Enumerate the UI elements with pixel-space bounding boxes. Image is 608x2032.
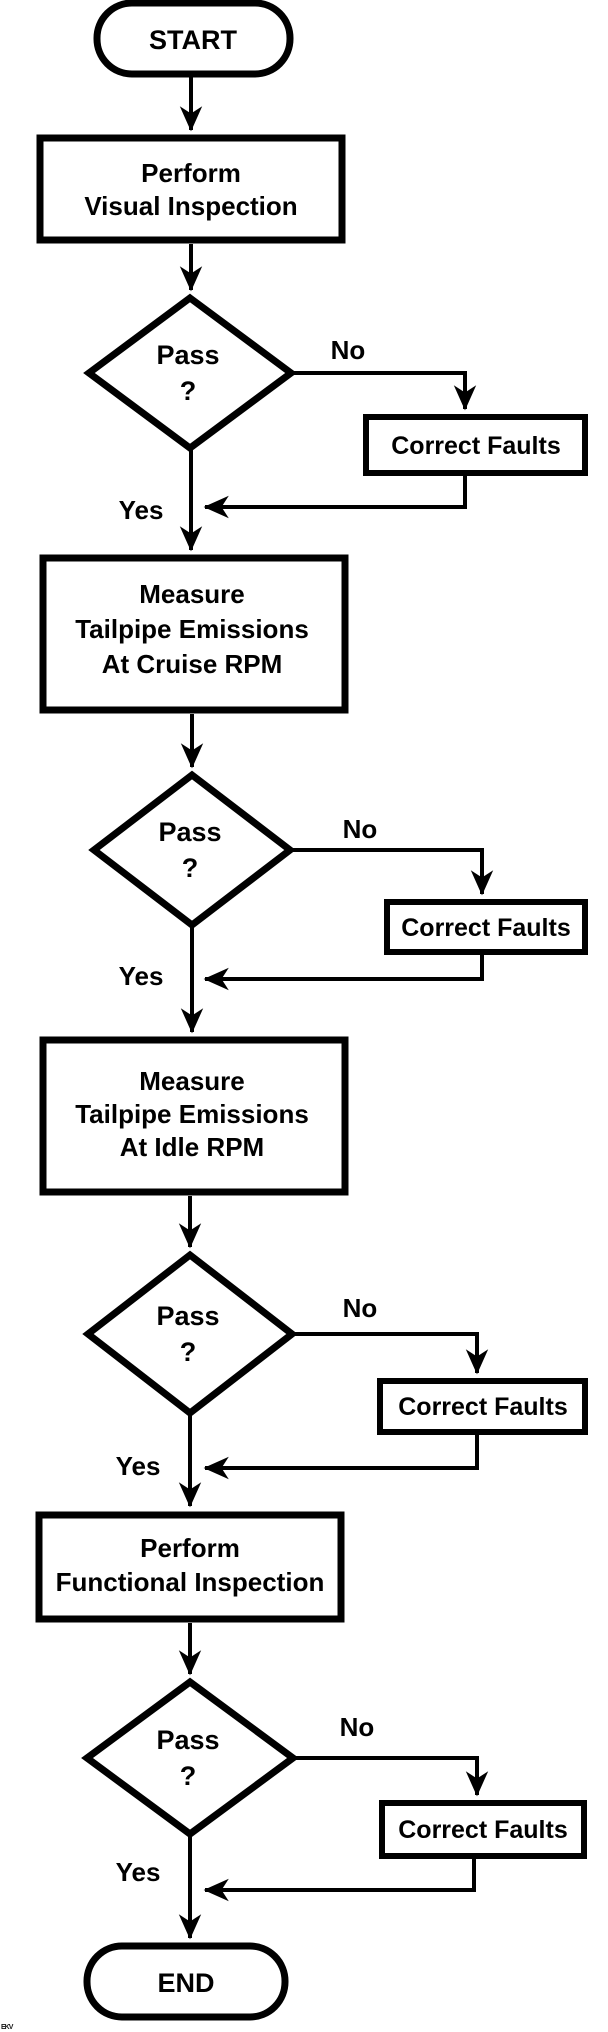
- no-branch-label-3: No: [343, 1293, 378, 1323]
- process-line: Tailpipe Emissions: [75, 1099, 309, 1129]
- no-branch-arrow-2: [290, 848, 494, 896]
- decision-diamond-4: [81, 1677, 299, 1839]
- decision-label: ?: [182, 853, 199, 883]
- process-line: At Idle RPM: [120, 1132, 264, 1162]
- process-box-idle-rpm: [39, 1036, 349, 1196]
- no-branch-arrow-3: [292, 1332, 489, 1375]
- end-label: END: [157, 1968, 214, 1998]
- decision-label: Pass: [156, 340, 219, 370]
- correct-faults-return-arrow-2: [203, 952, 484, 991]
- correct-faults-box-1: [363, 414, 588, 476]
- end-terminal: [83, 1942, 289, 2021]
- process-line: Tailpipe Emissions: [75, 614, 309, 644]
- process-line: Perform: [140, 1533, 240, 1563]
- process-line: At Cruise RPM: [102, 649, 283, 679]
- decision-label: Pass: [156, 1725, 219, 1755]
- process-line: Functional Inspection: [56, 1567, 325, 1597]
- yes-branch-label-1: Yes: [119, 495, 164, 525]
- correct-faults-label: Correct Faults: [398, 1816, 567, 1844]
- watermark-text: EKV: [1, 2024, 14, 2031]
- process-box-visual-inspection: [36, 134, 346, 244]
- correct-faults-return-arrow-4: [203, 1856, 476, 1902]
- no-branch-label-2: No: [343, 814, 378, 844]
- process-line: Measure: [139, 1066, 245, 1096]
- correct-faults-box-3: [377, 1378, 588, 1435]
- correct-faults-box-2: [384, 899, 588, 955]
- yes-branch-label-2: Yes: [119, 961, 164, 991]
- correct-faults-return-arrow-3: [203, 1432, 479, 1480]
- process-box-cruise-rpm: [39, 554, 349, 714]
- correct-faults-return-arrow-1: [203, 473, 467, 519]
- decision-label: ?: [180, 1337, 197, 1367]
- correct-faults-label: Correct Faults: [401, 914, 570, 942]
- decision-diamond-3: [82, 1250, 298, 1418]
- start-label: START: [149, 25, 237, 55]
- process-line: Measure: [139, 579, 245, 609]
- start-terminal: [93, 0, 294, 78]
- correct-faults-box-4: [379, 1800, 587, 1859]
- no-branch-arrow-4: [293, 1756, 489, 1797]
- yes-branch-label-4: Yes: [116, 1857, 161, 1887]
- process-line: Visual Inspection: [84, 191, 297, 221]
- correct-faults-label: Correct Faults: [391, 432, 560, 460]
- no-branch-arrow-1: [291, 371, 477, 411]
- decision-diamond-2: [88, 770, 296, 930]
- decision-label: Pass: [158, 817, 221, 847]
- decision-label: ?: [180, 1761, 197, 1791]
- no-branch-label-1: No: [331, 335, 366, 365]
- yes-branch-label-3: Yes: [116, 1451, 161, 1481]
- decision-label: Pass: [156, 1301, 219, 1331]
- process-line: Perform: [141, 158, 241, 188]
- no-branch-label-4: No: [340, 1712, 375, 1742]
- correct-faults-label: Correct Faults: [398, 1393, 567, 1421]
- decision-label: ?: [180, 376, 197, 406]
- decision-diamond-1: [83, 293, 297, 453]
- process-box-functional-inspection: [35, 1511, 345, 1623]
